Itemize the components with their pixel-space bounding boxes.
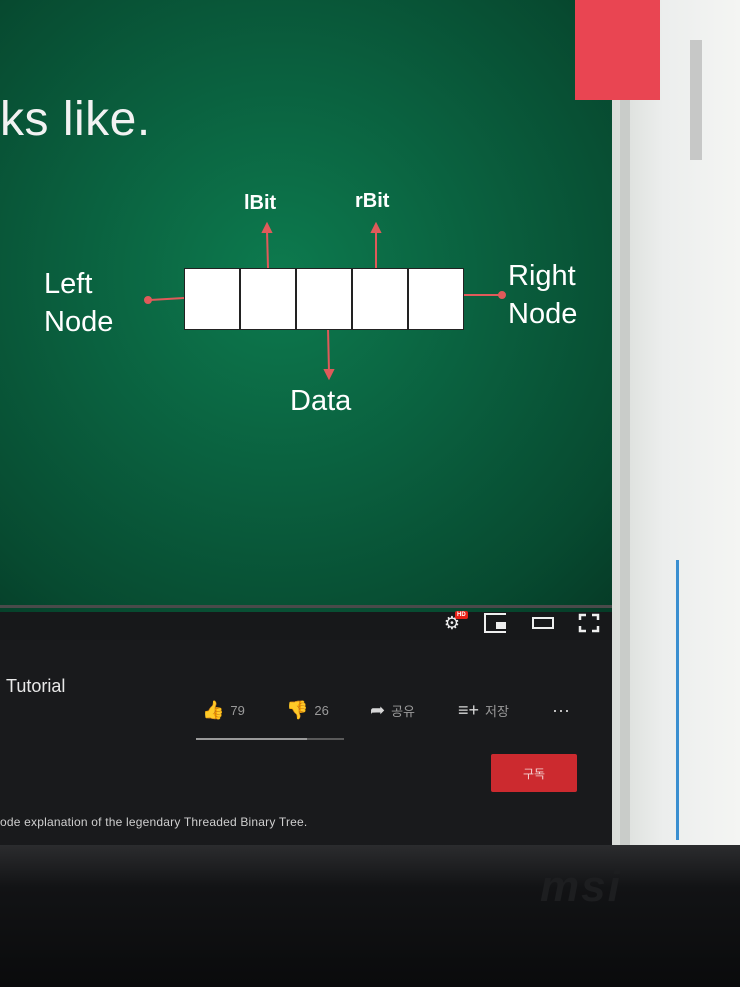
browser-frame-edge bbox=[620, 0, 630, 845]
node-cell-data bbox=[297, 269, 351, 329]
rbit-label: rBit bbox=[355, 190, 390, 212]
slide-heading: ks like. bbox=[0, 93, 151, 146]
share-icon: ➦ bbox=[370, 700, 386, 720]
node-cell-left bbox=[185, 269, 239, 329]
video-info bbox=[0, 640, 620, 845]
node-cell-right bbox=[409, 269, 463, 329]
share-button[interactable]: ➦ 공유 bbox=[370, 700, 415, 721]
node-cell-lbit bbox=[241, 269, 295, 329]
like-button[interactable]: 👍 79 bbox=[202, 700, 245, 721]
more-icon: ··· bbox=[552, 700, 570, 720]
thumbs-up-icon: 👍 bbox=[202, 700, 225, 720]
miniplayer-icon[interactable] bbox=[484, 612, 506, 634]
dislike-button[interactable]: 👎 26 bbox=[286, 700, 329, 721]
share-label: 공유 bbox=[391, 704, 416, 719]
slide-accent-tab bbox=[575, 0, 660, 100]
video-description: ode explanation of the legendary Threade… bbox=[0, 815, 308, 829]
like-ratio-bar bbox=[196, 738, 344, 740]
video-title: Tutorial bbox=[6, 676, 66, 696]
fullscreen-icon[interactable] bbox=[578, 612, 600, 634]
right-node-label: Right Node bbox=[508, 260, 578, 330]
lbit-label: lBit bbox=[244, 192, 277, 214]
thumbs-down-icon: 👎 bbox=[286, 700, 309, 720]
monitor-screen: ks like. Left Node Right Node lBit rBit … bbox=[0, 0, 620, 845]
scrollbar[interactable] bbox=[690, 40, 702, 160]
data-label: Data bbox=[290, 385, 352, 417]
node-arrows bbox=[144, 221, 506, 381]
add-to-playlist-icon: ≡+ bbox=[458, 700, 480, 720]
theater-mode-icon[interactable] bbox=[532, 612, 554, 634]
save-label: 저장 bbox=[485, 704, 509, 719]
node-structure bbox=[184, 268, 464, 330]
more-actions-button[interactable]: ··· bbox=[552, 700, 570, 721]
save-button[interactable]: ≡+ 저장 bbox=[458, 700, 509, 721]
progress-bar[interactable] bbox=[0, 605, 612, 608]
hd-badge: HD bbox=[455, 611, 468, 619]
like-count: 79 bbox=[230, 703, 245, 718]
monitor-bezel bbox=[0, 845, 740, 987]
video-slide[interactable]: ks like. Left Node Right Node lBit rBit … bbox=[0, 0, 620, 612]
like-ratio-fill bbox=[196, 738, 307, 740]
dislike-count: 26 bbox=[314, 703, 329, 718]
node-cell-rbit bbox=[353, 269, 407, 329]
subscribe-button[interactable]: 구독 bbox=[491, 754, 577, 792]
monitor-brand-logo: msi bbox=[540, 862, 622, 911]
panel-accent-line bbox=[676, 560, 679, 840]
left-node-label: Left Node bbox=[44, 268, 114, 338]
